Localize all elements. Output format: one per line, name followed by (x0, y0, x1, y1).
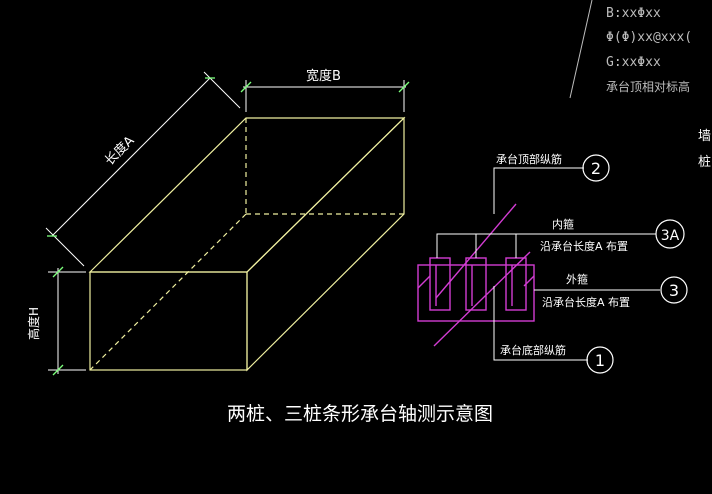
inner-stirrup-2 (465, 257, 487, 311)
dimension-ticks (47, 77, 410, 376)
box-top-face (88, 117, 406, 273)
legend-line-3: G:xxΦxx (606, 55, 661, 70)
right-edge-char-2: 桩 (698, 155, 711, 170)
dimension-lines (45, 71, 406, 374)
callout-number-3: 3 (669, 281, 679, 300)
isometric-box (88, 116, 406, 372)
outer-stirrup-label: 外箍 (566, 272, 588, 286)
callout-number-3a: 3A (661, 228, 680, 244)
callout-circle-3a (655, 219, 685, 249)
outer-stirrup-sublabel: 沿承台长度A 布置 (542, 295, 630, 309)
callout-circles (582, 154, 688, 374)
callout-number-1: 1 (595, 351, 605, 370)
callout-circle-2 (582, 154, 610, 182)
leader-lines (436, 167, 660, 361)
height-h-label: 高度H (26, 307, 41, 340)
box-right-face (246, 116, 405, 372)
outer-stirrup (417, 264, 535, 322)
callout-circle-3 (660, 276, 688, 304)
bottom-rebar-label: 承台底部纵筋 (500, 343, 566, 357)
box-front-face (89, 271, 248, 371)
inner-stirrup-1 (429, 257, 451, 311)
inner-stirrup-label: 内箍 (552, 217, 574, 231)
diagram-title: 两桩、三桩条形承台轴测示意图 (227, 403, 493, 425)
box-hidden-edges (89, 118, 404, 371)
width-b-label: 宽度B (306, 68, 341, 84)
legend-line-2: Φ(Φ)xx@xxx( (606, 30, 692, 45)
legend-line-4: 承台顶相对标高 (606, 79, 690, 94)
callout-circle-1 (586, 346, 614, 374)
section-detail (417, 203, 535, 347)
legend-line-1: B:xxΦxx (606, 6, 661, 21)
right-edge-char-1: 墙 (698, 129, 711, 144)
callout-number-2: 2 (591, 159, 601, 178)
legend-slant-line (569, 0, 593, 99)
length-a-label: 长度A (102, 133, 138, 169)
top-rebar-label: 承台顶部纵筋 (496, 152, 562, 166)
inner-stirrup-sublabel: 沿承台长度A 布置 (540, 239, 628, 253)
